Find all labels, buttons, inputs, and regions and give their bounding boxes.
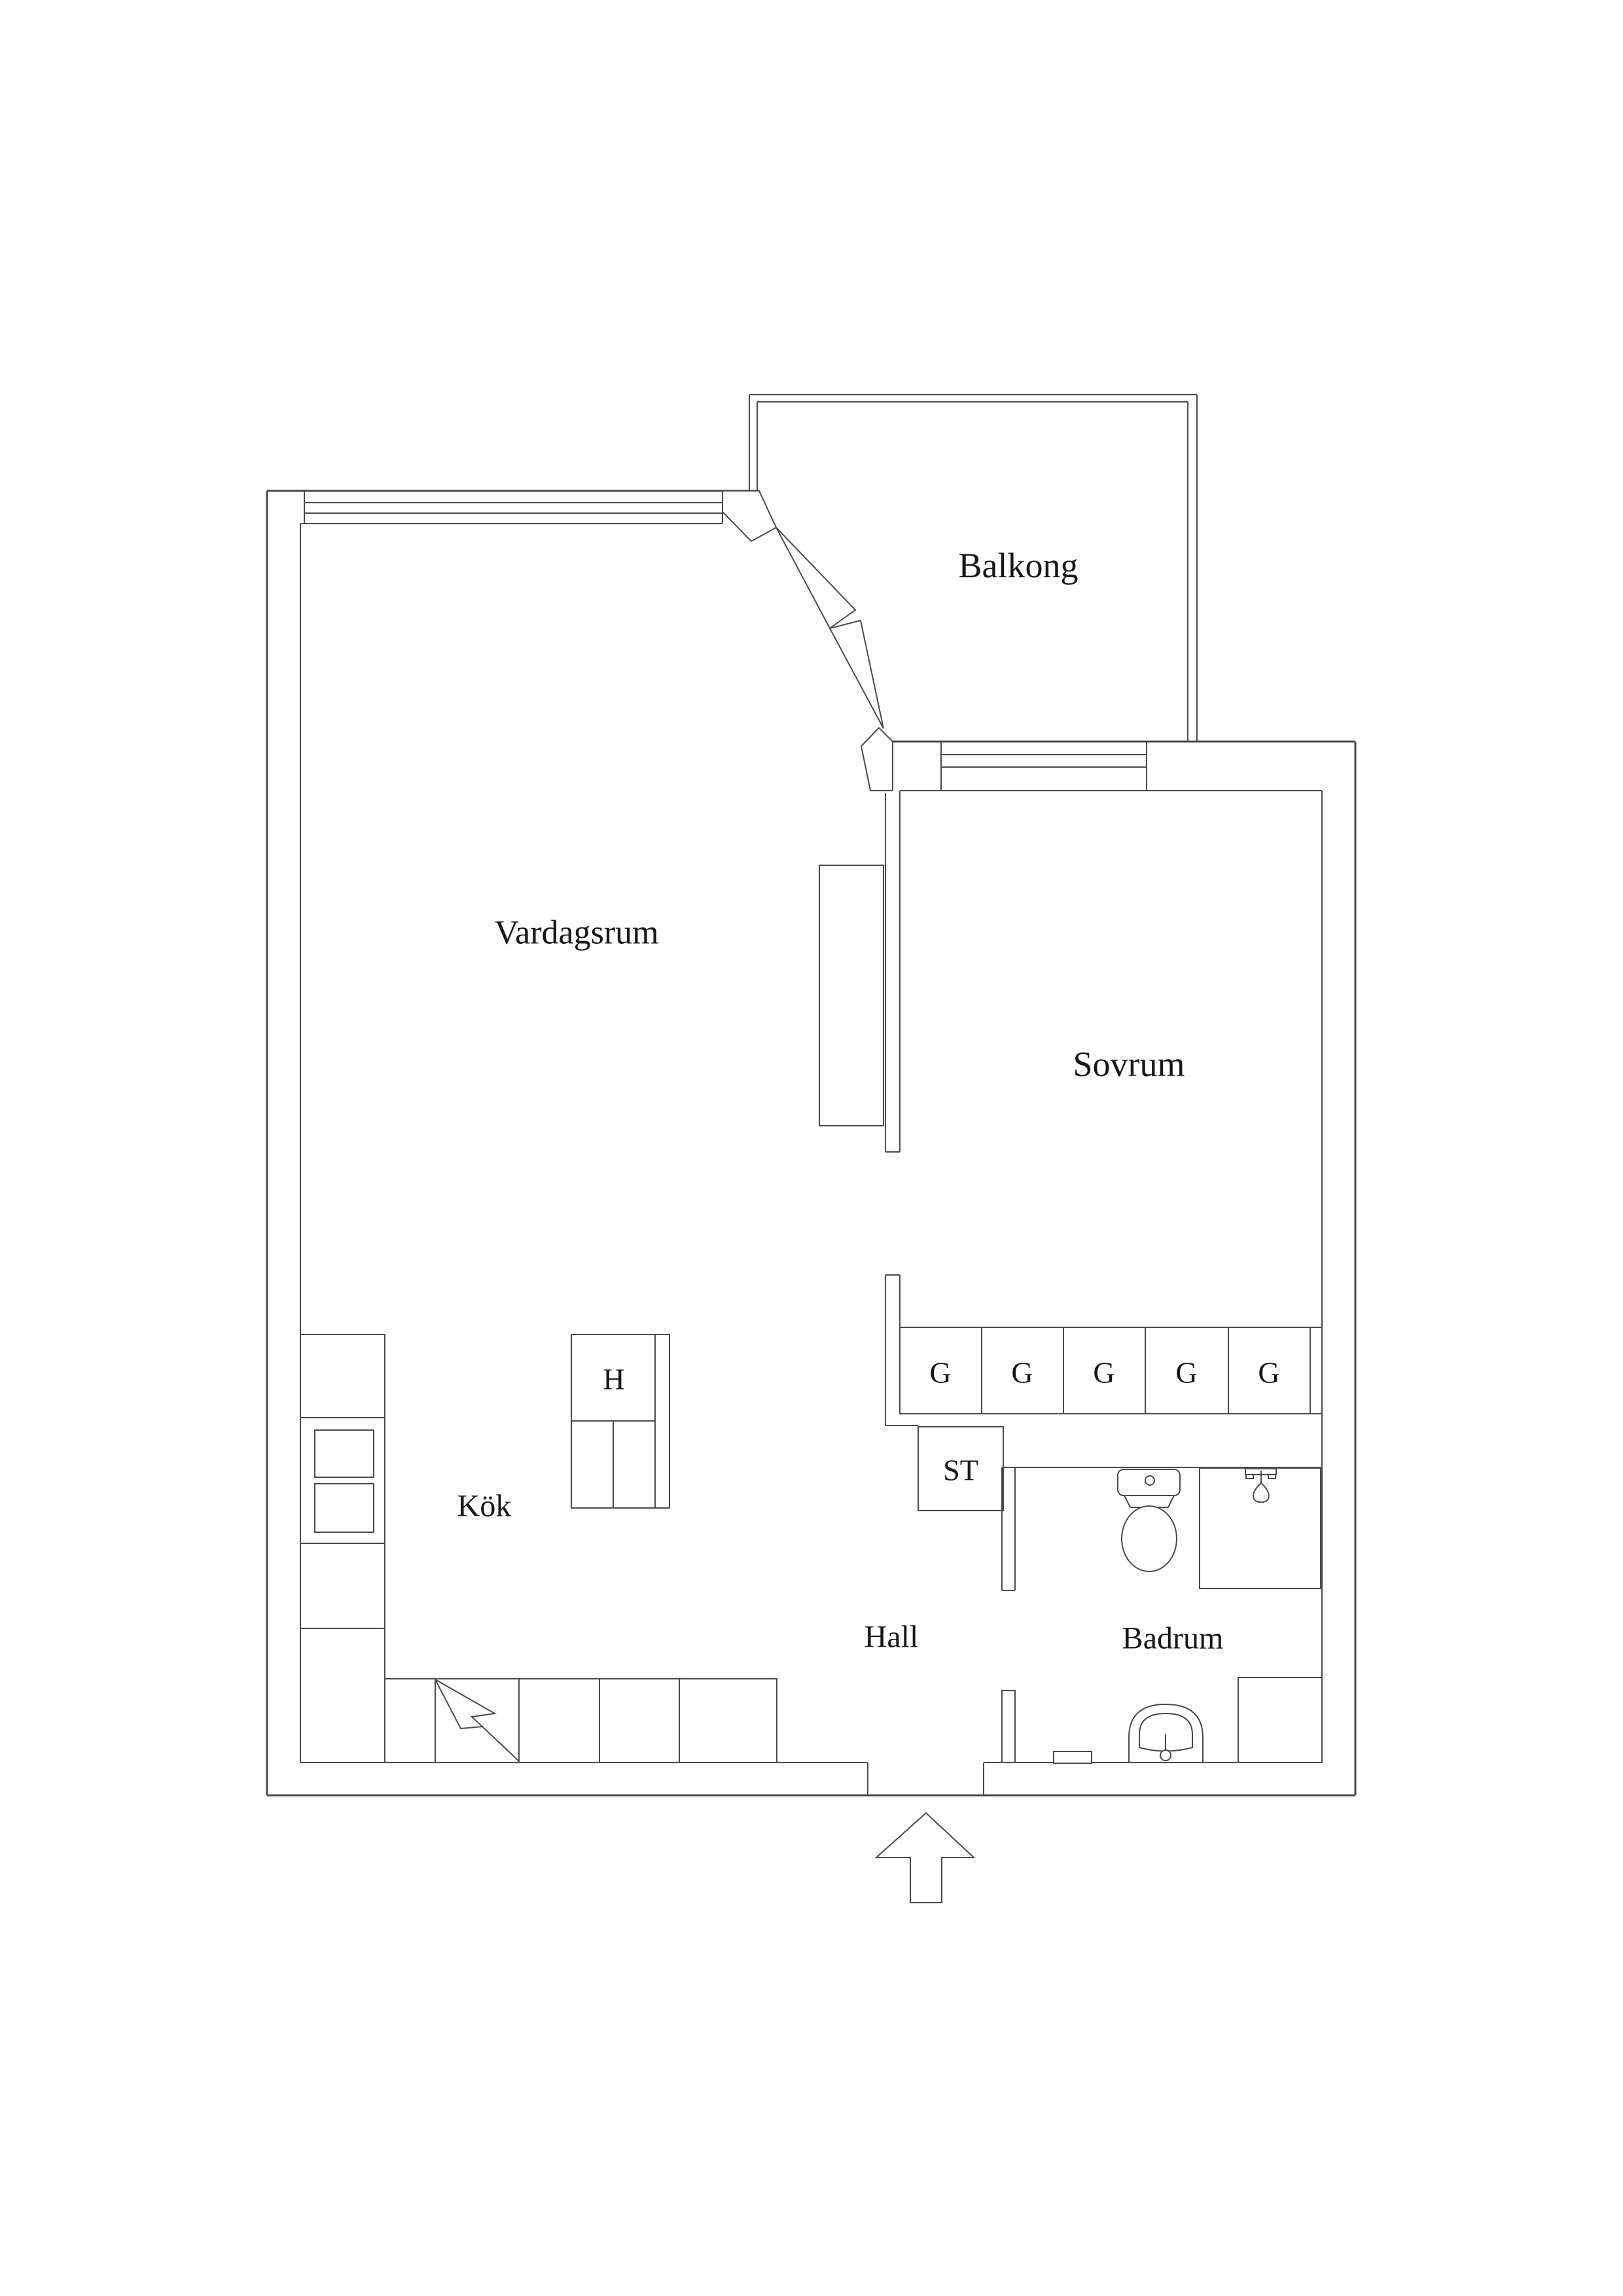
closet-label-h: H — [603, 1363, 624, 1396]
closet-labels: ST H G G G G G — [603, 1356, 1279, 1487]
balcony-railing — [749, 394, 1198, 741]
bedroom-window — [940, 742, 1147, 791]
room-label-kok: Kök — [457, 1489, 512, 1524]
lightning-bolt-icon — [433, 1677, 519, 1761]
threshold-box — [1053, 1751, 1092, 1764]
faucet-icon — [1245, 1468, 1277, 1503]
room-label-sovrum: Sovrum — [1073, 1045, 1185, 1084]
wardrobe-label-g: G — [1011, 1356, 1033, 1390]
exterior-walls — [266, 490, 1357, 1797]
living-room-window — [304, 491, 723, 524]
kitchen-appliance-bottom — [314, 1483, 374, 1533]
balcony-door-leaf-2 — [829, 619, 884, 729]
wardrobe-label-g: G — [1258, 1356, 1279, 1390]
wardrobe-row — [899, 1327, 1323, 1414]
hall-cabinet-row — [384, 1677, 777, 1763]
room-label-balkong: Balkong — [959, 546, 1079, 585]
wall-recess — [819, 865, 884, 1126]
bedroom-wall — [885, 791, 918, 1426]
kitchen-appliance-top — [314, 1429, 374, 1478]
balcony-door-leaf-1 — [776, 527, 857, 630]
balcony-door — [722, 490, 893, 791]
room-label-hall: Hall — [865, 1620, 919, 1655]
room-labels: Balkong Vardagsrum Sovrum Kök Hall Badru… — [457, 546, 1224, 1656]
closet-label-st: ST — [943, 1454, 978, 1487]
entrance-arrow-icon — [874, 1812, 976, 1903]
washbasin-icon — [1128, 1703, 1204, 1763]
wardrobe-label-g: G — [1175, 1356, 1197, 1390]
bathroom-door-stub — [1001, 1690, 1016, 1763]
room-label-vardagsrum: Vardagsrum — [494, 914, 658, 952]
kitchen-counter — [300, 1334, 385, 1679]
shower-cabinet — [1238, 1677, 1323, 1763]
st-closet — [918, 1426, 1004, 1511]
cabinet-h — [571, 1334, 670, 1509]
wardrobe-label-g: G — [929, 1356, 951, 1390]
room-label-badrum: Badrum — [1122, 1621, 1224, 1656]
balcony-door-jamb-bottom — [860, 726, 893, 791]
balcony-door-jamb-top — [722, 490, 777, 543]
wardrobe-label-g: G — [1093, 1356, 1115, 1390]
toilet-icon — [1117, 1469, 1181, 1572]
